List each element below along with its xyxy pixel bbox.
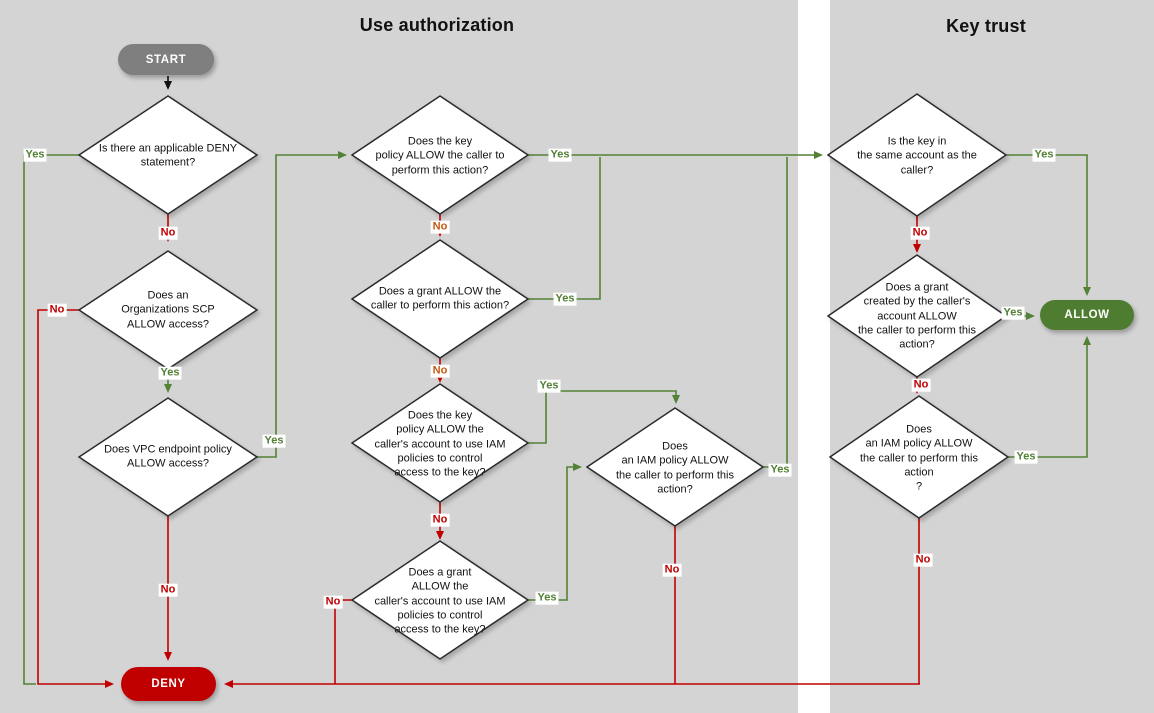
edge-vpc-yes-to-key-policy [257,151,347,458]
decision-shape-grant-iam [350,540,530,660]
edge-label-no: No [430,220,450,234]
edge-label-yes: Yes [553,292,577,306]
edge-label-yes: Yes [1014,450,1038,464]
edge-grant-iam-yes-to-iam [528,463,582,601]
edge-label-no: No [47,303,67,317]
allow-node: ALLOW [1040,300,1134,330]
decision-text-org-scp: Does an Organizations SCP ALLOW access? [121,289,215,331]
decision-text-grant-caller-account: Does a grant created by the caller's acc… [858,281,976,351]
edge-org-scp-no-to-deny [37,309,114,688]
edge-label-no: No [158,226,178,240]
edge-label-no: No [430,364,450,378]
edge-label-yes: Yes [1001,306,1025,320]
edge-label-no: No [662,563,682,577]
decision-text-key-policy-allow: Does the key policy ALLOW the caller to … [375,135,505,177]
start-node: START [118,44,214,75]
edge-label-no: No [430,513,450,527]
edge-label-yes: Yes [548,148,572,162]
edge-label-no: No [911,378,931,392]
edge-label-no: No [323,595,343,609]
decision-shape-key-policy-allow [350,95,530,215]
decision-shape-grant-caller-account [826,254,1008,378]
edge-label-yes: Yes [768,463,792,477]
edge-label-no: No [913,553,933,567]
decision-text-grant-iam: Does a grant ALLOW the caller's account … [374,566,506,636]
section-title-key-trust: Key trust [946,16,1026,36]
decision-text-grant-allow: Does a grant ALLOW the caller to perform… [370,285,510,312]
edge-label-no: No [910,226,930,240]
deny-node: DENY [121,667,216,701]
decision-shape-grant-allow [350,239,530,359]
edge-label-yes: Yes [535,591,559,605]
section-title-use-authorization: Use authorization [359,15,515,35]
decision-text-iam-policy-trust: Does an IAM policy ALLOW the caller to p… [860,423,978,493]
edge-label-yes: Yes [262,434,286,448]
edge-label-no: No [158,583,178,597]
decision-text-iam-policy-use: Does an IAM policy ALLOW the caller to p… [616,440,734,496]
edge-label-yes: Yes [23,148,47,162]
decision-shape-iam-policy-use [585,407,765,527]
decision-shape-iam-policy-trust [828,395,1010,519]
decision-shape-key-policy-iam [350,383,530,503]
edge-deny-statement-yes-to-deny [23,154,79,685]
decision-text-same-account: Is the key in the same account as the ca… [857,135,977,177]
decision-shape-vpc-endpoint [77,397,259,517]
edge-iam-trust-yes-to-allow [1008,336,1091,458]
edge-label-yes: Yes [537,379,561,393]
decision-text-deny-statement: Is there an applicable DENY statement? [98,142,238,169]
decision-shape-deny-statement [77,95,259,215]
edge-iam-yes-join [763,157,788,468]
section-divider [798,0,830,713]
decision-shape-same-account [826,93,1008,217]
decision-text-key-policy-iam: Does the key policy ALLOW the caller's a… [374,409,506,479]
decision-text-vpc-endpoint: Does VPC endpoint policy ALLOW access? [104,443,232,470]
edge-grant-iam-no-to-deny [334,599,352,684]
edge-same-account-yes-to-allow [1006,154,1091,296]
edge-label-yes: Yes [158,366,182,380]
edge-grant-yes-join [528,157,601,300]
edge-label-yes: Yes [1032,148,1056,162]
